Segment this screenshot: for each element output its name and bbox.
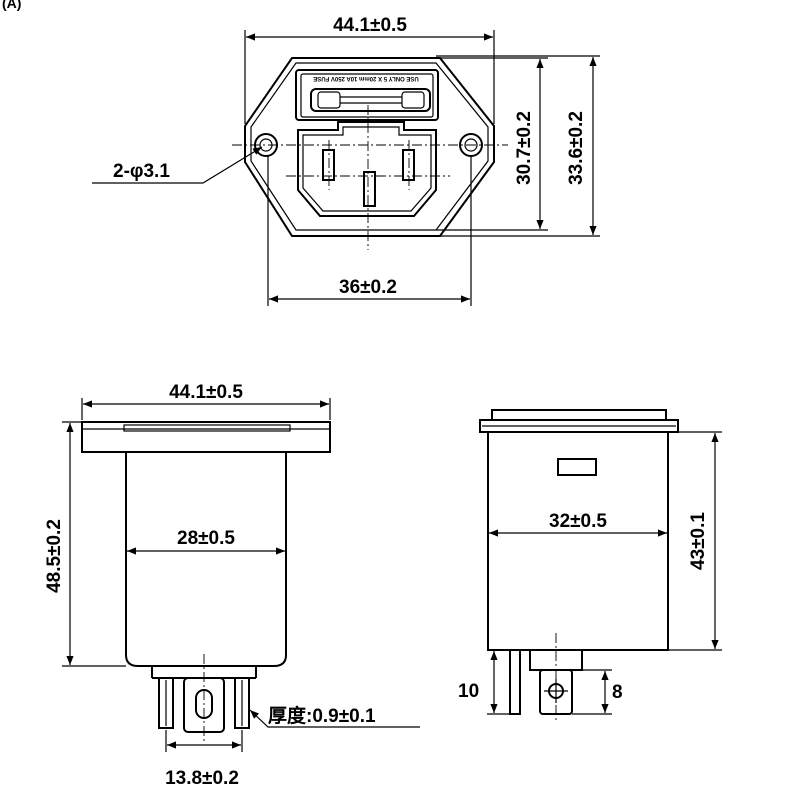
leader-holes [92,146,263,184]
dim-hole-spacing-label: 36±0.2 [339,277,397,298]
fuse-cap-right [401,91,425,109]
corner-mark: (A) [2,0,21,11]
pin-line [322,149,335,181]
front-flange-step [123,424,291,432]
side-latch [557,458,597,476]
pin-neutral [402,149,415,181]
dim-side-body-label: 32±0.5 [549,511,607,532]
side-body [487,431,669,651]
leader-thickness [249,709,420,728]
top-view: USE ONLY 5 X 20mm 10A 250V FUSE 44.1±0.5 [92,15,600,306]
side-flange-top [491,409,667,420]
front-body [125,452,287,667]
fuse-drawer [295,69,439,121]
dim-pin-long-label: 10 [458,681,479,702]
front-view: 44.1±0.5 28±0.5 48.5±0.2 13.8±0.2 厚度:0.9… [44,382,420,789]
dim-side-height-label: 43±0.1 [688,512,709,570]
dim-front-body-label: 28±0.5 [177,528,235,549]
dim-height-inner-label: 30.7±0.2 [514,111,535,185]
terminal-left [158,677,174,729]
dim-height-outer-label: 33.6±0.2 [566,111,587,185]
fuse-label: USE ONLY 5 X 20mm 10A 250V FUSE [313,75,419,81]
front-flange [81,421,331,453]
dim-pin-short-label: 8 [612,682,623,703]
pin-earth [363,171,376,207]
fuse-cartridge [310,88,431,112]
mounting-hole-right-inner [464,138,478,152]
dim-front-height-label: 48.5±0.2 [44,519,65,593]
fuse-cap-left [317,91,341,109]
side-view: 32±0.5 43±0.1 10 8 [458,409,722,722]
side-pin-long [509,649,521,715]
dim-width-label: 44.1±0.5 [333,15,407,36]
terminal-right [234,677,250,729]
thickness-label: 厚度:0.9±0.1 [268,704,376,727]
inlet-socket-outline [297,121,437,217]
dim-pins-label: 13.8±0.2 [165,768,239,789]
dim-front-width-label: 44.1±0.5 [169,382,243,403]
inlet-socket-inner [302,126,432,212]
fuse-drawer-inner [300,73,434,118]
dim-holes-label: 2-φ3.1 [113,161,170,182]
